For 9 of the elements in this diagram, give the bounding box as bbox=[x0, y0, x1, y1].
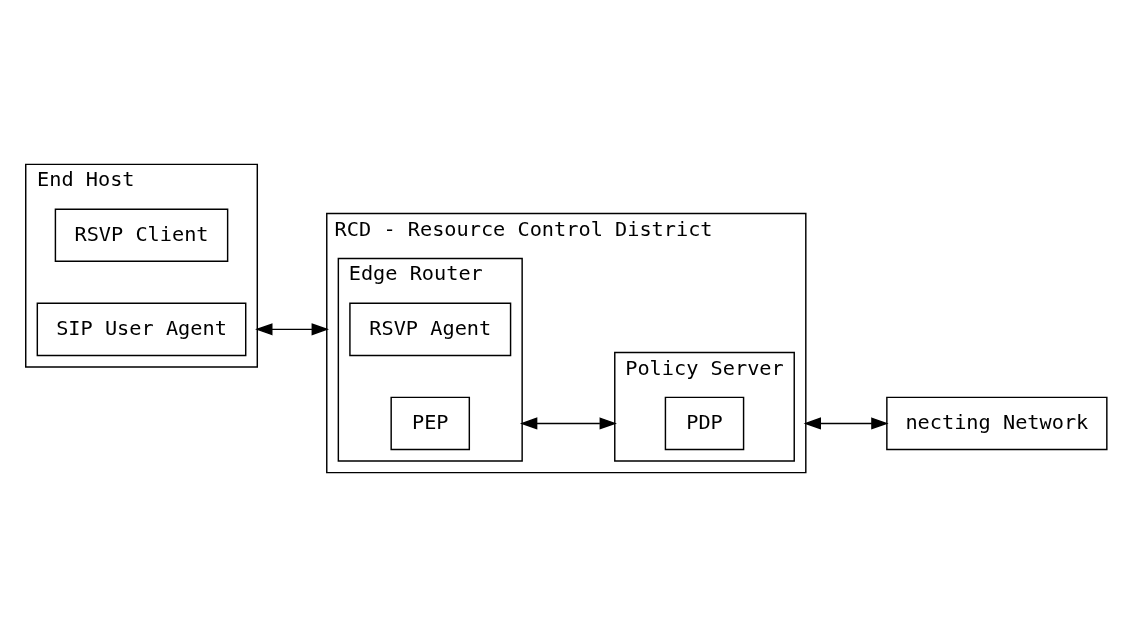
arrow bbox=[519, 416, 617, 429]
arrow bbox=[803, 416, 889, 429]
arrow bbox=[255, 322, 329, 335]
node-box: PDP bbox=[664, 396, 745, 450]
node-box: SIP User Agent bbox=[36, 302, 247, 356]
node-box: RSVP Agent bbox=[349, 302, 512, 356]
node-box: PEP bbox=[390, 396, 471, 450]
node-box: RSVP Client bbox=[54, 208, 229, 262]
node-box: necting Network bbox=[886, 396, 1108, 450]
